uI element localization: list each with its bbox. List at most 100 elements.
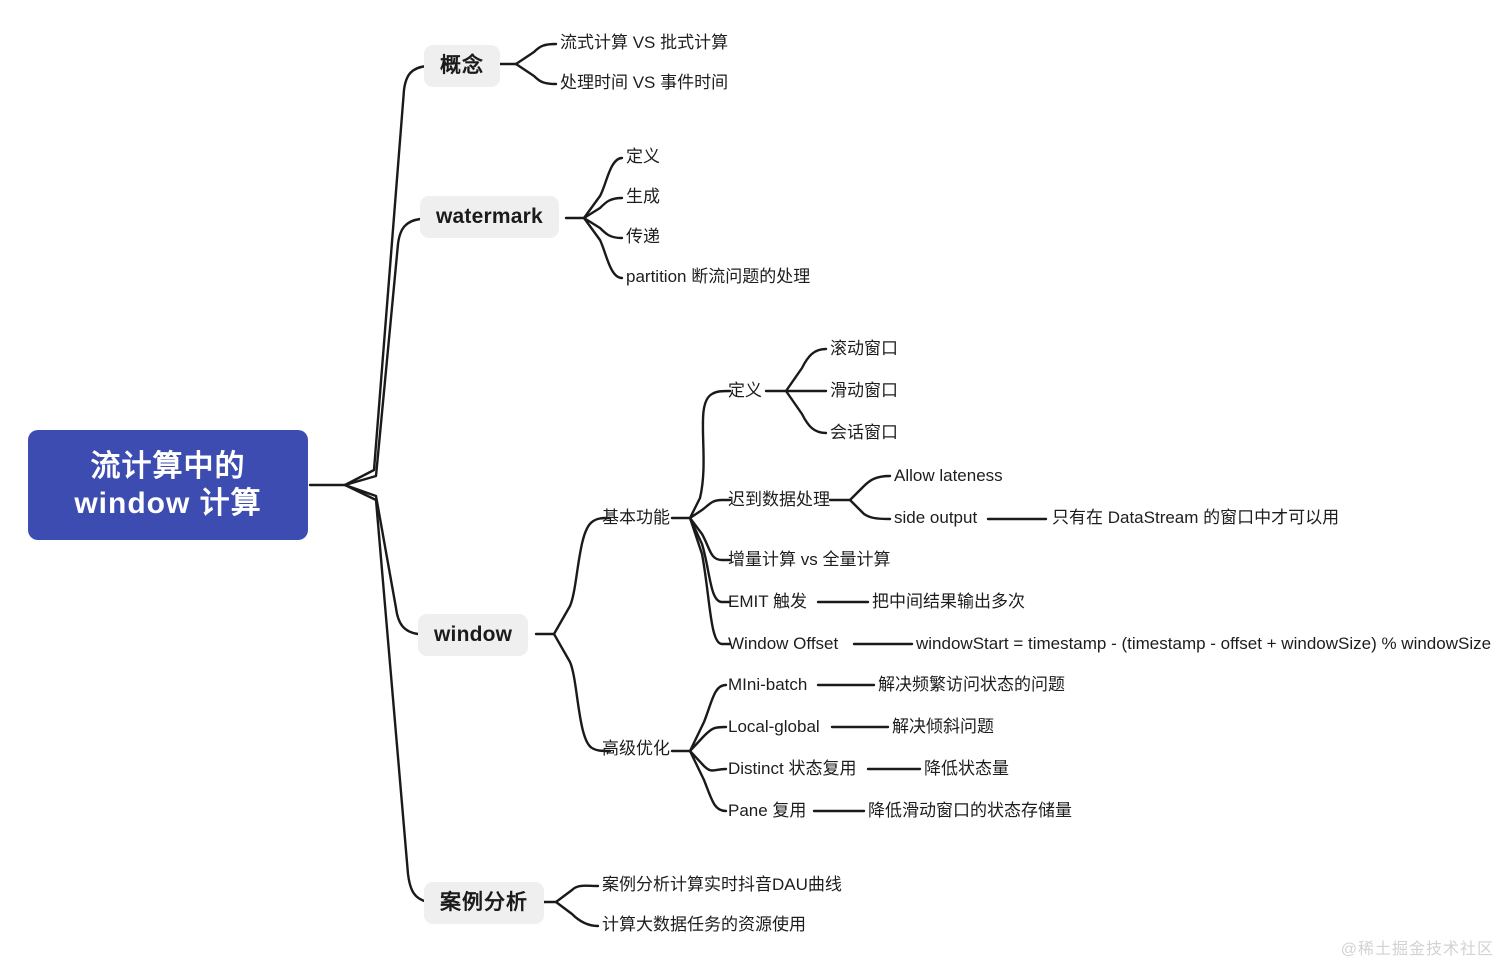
node-jibengongneng[interactable]: 基本功能 — [602, 507, 670, 528]
connector-watermark-leaf-3 — [582, 216, 624, 240]
node-label: 高级优化 — [602, 739, 670, 758]
leaf-gainian-2[interactable]: 处理时间 VS 事件时间 — [560, 72, 728, 93]
branch-node-watermark[interactable]: watermark — [420, 196, 559, 239]
leaf-watermark-3[interactable]: 传递 — [626, 226, 660, 247]
note-label: 降低状态量 — [924, 759, 1009, 778]
root-title-line-2: window 计算 — [74, 487, 262, 520]
note-side-output[interactable]: 只有在 DataStream 的窗口中才可以用 — [1052, 507, 1339, 528]
node-emit-trigger[interactable]: EMIT 触发 — [728, 591, 807, 612]
branch-label-anlifenxi: 案例分析 — [440, 891, 528, 914]
leaf-allow-lateness[interactable]: Allow lateness — [894, 465, 1003, 486]
leaf-label: 流式计算 VS 批式计算 — [560, 33, 729, 52]
node-label: 定义 — [728, 381, 762, 400]
node-zengliang-jisuan[interactable]: 增量计算 vs 全量计算 — [728, 549, 890, 570]
node-label: MIni-batch — [728, 675, 808, 694]
connector-root-to-gainian — [343, 64, 428, 487]
branch-label-gainian: 概念 — [440, 54, 484, 77]
note-label: 解决频繁访问状态的问题 — [878, 675, 1065, 694]
root-node[interactable]: 流计算中的 window 计算 — [28, 430, 308, 540]
connector-anlifenxi-leaf-2 — [554, 900, 600, 928]
connector-root-to-anlifenxi — [343, 483, 430, 904]
connector-watermark-leaf-2 — [582, 196, 624, 220]
leaf-label: 生成 — [626, 187, 660, 206]
node-chidao-shuju-chuli[interactable]: 迟到数据处理 — [728, 489, 830, 510]
leaf-dingyi-3[interactable]: 会话窗口 — [830, 422, 898, 443]
leaf-label: partition 断流问题的处理 — [626, 267, 811, 286]
branch-label-window: window — [434, 623, 513, 646]
branch-node-window[interactable]: window — [418, 614, 529, 657]
connector-gaojiyouhua-leaf-2 — [688, 725, 728, 753]
node-gaoji-youhua[interactable]: 高级优化 — [602, 738, 670, 759]
corner-watermark: @稀土掘金技术社区 — [1341, 935, 1494, 959]
node-local-global[interactable]: Local-global — [728, 716, 820, 737]
leaf-dingyi-1[interactable]: 滚动窗口 — [830, 338, 898, 359]
leaf-label: Allow lateness — [894, 466, 1003, 485]
leaf-anlifenxi-1[interactable]: 案例分析计算实时抖音DAU曲线 — [602, 874, 842, 895]
leaf-dingyi-2[interactable]: 滑动窗口 — [830, 380, 898, 401]
branch-node-gainian[interactable]: 概念 — [424, 45, 500, 88]
node-dingyi[interactable]: 定义 — [728, 380, 762, 401]
connector-chidao-leaf-1 — [848, 474, 892, 502]
leaf-label: side output — [894, 508, 978, 527]
corner-watermark-text: @稀土掘金技术社区 — [1340, 941, 1494, 958]
note-window-offset-formula[interactable]: windowStart = timestamp - (timestamp - o… — [916, 633, 1491, 654]
connector-jibengongneng-leaf-4 — [688, 516, 732, 604]
leaf-label: 滑动窗口 — [830, 381, 898, 400]
leaf-label: 计算大数据任务的资源使用 — [602, 915, 806, 934]
connector-watermark-leaf-1 — [582, 156, 624, 220]
connector-jibengongneng-leaf-5 — [688, 516, 732, 646]
leaf-label: 传递 — [626, 227, 660, 246]
note-label: 降低滑动窗口的状态存储量 — [868, 801, 1072, 820]
leaf-watermark-1[interactable]: 定义 — [626, 146, 660, 167]
leaf-watermark-4[interactable]: partition 断流问题的处理 — [626, 266, 810, 287]
connector-root-to-watermark — [343, 217, 422, 487]
node-label: Window Offset — [728, 634, 839, 653]
connector-dingyi-leaf-3 — [784, 389, 828, 435]
leaf-gainian-1[interactable]: 流式计算 VS 批式计算 — [560, 32, 728, 53]
note-mini-batch[interactable]: 解决频繁访问状态的问题 — [878, 674, 1065, 695]
note-local-global[interactable]: 解决倾斜问题 — [892, 716, 994, 737]
connector-gaojiyouhua-leaf-1 — [688, 683, 728, 753]
leaf-side-output[interactable]: side output — [894, 507, 977, 528]
connector-anlifenxi-leaf-1 — [554, 884, 600, 904]
leaf-label: 案例分析计算实时抖音DAU曲线 — [602, 875, 842, 894]
formula-label: windowStart = timestamp - (timestamp - o… — [916, 634, 1492, 653]
leaf-watermark-2[interactable]: 生成 — [626, 186, 660, 207]
branch-label-watermark: watermark — [436, 205, 543, 228]
leaf-label: 滚动窗口 — [830, 339, 898, 358]
node-mini-batch[interactable]: MIni-batch — [728, 674, 807, 695]
note-label: 解决倾斜问题 — [892, 717, 994, 736]
connector-jibengongneng-leaf-1 — [688, 389, 732, 520]
connector-window-to-jibengongneng — [552, 516, 612, 636]
note-emit-trigger[interactable]: 把中间结果输出多次 — [872, 591, 1025, 612]
connector-chidao-leaf-2 — [848, 498, 892, 521]
connector-jibengongneng-leaf-2 — [688, 498, 732, 520]
connector-gaojiyouhua-leaf-3 — [688, 749, 728, 772]
note-distinct-state-reuse[interactable]: 降低状态量 — [924, 758, 1009, 779]
leaf-anlifenxi-2[interactable]: 计算大数据任务的资源使用 — [602, 914, 806, 935]
connector-dingyi-leaf-1 — [784, 347, 828, 393]
leaf-label: 会话窗口 — [830, 423, 898, 442]
note-label: 把中间结果输出多次 — [872, 592, 1025, 611]
node-label: EMIT 触发 — [728, 592, 808, 611]
node-label: 增量计算 vs 全量计算 — [728, 550, 891, 569]
node-distinct-state-reuse[interactable]: Distinct 状态复用 — [728, 758, 856, 779]
node-label: Local-global — [728, 717, 820, 736]
connector-jibengongneng-leaf-3 — [688, 516, 732, 562]
note-pane-reuse[interactable]: 降低滑动窗口的状态存储量 — [868, 800, 1072, 821]
connector-watermark-leaf-4 — [582, 216, 624, 280]
connector-window-to-gaojiyouhua — [552, 632, 612, 753]
leaf-label: 定义 — [626, 147, 660, 166]
node-window-offset[interactable]: Window Offset — [728, 633, 838, 654]
connector-root-to-window — [343, 483, 420, 636]
node-label: 基本功能 — [602, 508, 670, 527]
node-label: Distinct 状态复用 — [728, 759, 857, 778]
connector-gainian-leaf-1 — [514, 42, 558, 66]
connector-gainian-leaf-2 — [514, 62, 558, 86]
branch-node-anlifenxi[interactable]: 案例分析 — [424, 882, 544, 925]
root-title-line-1: 流计算中的 — [90, 449, 246, 483]
connector-gaojiyouhua-leaf-4 — [688, 749, 728, 813]
node-label: Pane 复用 — [728, 801, 807, 820]
node-pane-reuse[interactable]: Pane 复用 — [728, 800, 806, 821]
